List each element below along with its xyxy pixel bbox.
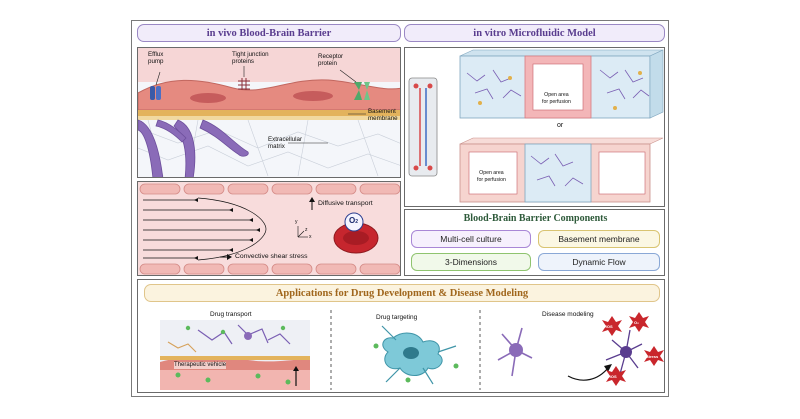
ros-label-4: ROS	[608, 374, 617, 379]
oxygen-bubble-icon	[344, 212, 364, 232]
hydrogel-box-top	[459, 49, 664, 119]
disease-modeling-title: Disease modeling	[542, 311, 594, 318]
applications-illustration	[160, 310, 664, 390]
figure-frame: in vivo Blood-Brain Barrier in vitro Mic…	[131, 20, 669, 397]
in-vitro-header: in vitro Microfluidic Model	[404, 24, 665, 42]
basement-membrane-label: Basement membrane	[368, 108, 398, 122]
tight-junction-icon	[238, 78, 250, 90]
open-area-bottom-label: Open area for perfusion	[477, 170, 506, 183]
receptor-protein-label: Receptor protein	[318, 53, 344, 67]
efflux-pump-label: Efflux pump	[148, 51, 164, 65]
tight-junction-label: Tight junction proteins	[232, 51, 269, 65]
efflux-pump-icon	[150, 86, 161, 100]
component-multi-cell: Multi-cell culture	[411, 230, 531, 248]
component-3-dimensions: 3-Dimensions	[411, 253, 531, 271]
applications-header: Applications for Drug Development & Dise…	[144, 284, 660, 302]
in-vivo-header: in vivo Blood-Brain Barrier	[137, 24, 401, 42]
bbb-cross-section-panel: Efflux pump Tight junction proteins Rece…	[137, 47, 401, 178]
applications-panel: Applications for Drug Development & Dise…	[137, 279, 665, 393]
ros-label-2: O₂	[634, 320, 639, 325]
axis-y-label: y	[295, 219, 298, 225]
component-dynamic-flow: Dynamic Flow	[538, 253, 660, 271]
extracellular-matrix-label: Extracellular matrix	[268, 136, 303, 150]
convective-shear-label: Convective shear stress	[235, 253, 308, 260]
microfluidic-chip-icon	[408, 77, 438, 177]
components-panel: Blood-Brain Barrier Components Multi-cel…	[404, 209, 665, 276]
oxygen-label: O2	[349, 216, 359, 226]
hydrogel-box-bottom	[459, 137, 664, 203]
ros-label-1: ROS	[604, 324, 613, 329]
drug-targeting-scene	[373, 325, 459, 385]
convective-arrow	[220, 254, 232, 260]
axis-x-label: x	[309, 234, 312, 240]
microfluidic-model-panel: Open area for perfusion or Open area for…	[404, 47, 665, 207]
microfluidic-illustration	[408, 49, 664, 203]
flow-illustration	[138, 182, 400, 275]
component-basement-membrane: Basement membrane	[538, 230, 660, 248]
or-label: or	[557, 122, 564, 129]
receptor-protein-icon	[354, 82, 370, 100]
components-title: Blood-Brain Barrier Components	[463, 213, 608, 224]
bbb-illustration	[138, 48, 400, 177]
ros-burst-icons	[602, 312, 664, 386]
drug-targeting-title: Drug targeting	[376, 314, 418, 321]
ros-label-3: Stress	[646, 354, 659, 359]
diffusive-arrow	[309, 197, 315, 210]
flow-profile-panel: Diffusive transport Convective shear str…	[137, 181, 401, 276]
therapeutic-vehicle-label: Therapeutic vehicle	[174, 362, 227, 369]
drug-transport-title: Drug transport	[210, 311, 252, 318]
diffusive-transport-label: Diffusive transport	[318, 200, 373, 207]
open-area-top-label: Open area for perfusion	[542, 92, 571, 105]
disease-modeling-scene	[497, 327, 643, 381]
drug-transport-scene	[160, 320, 310, 390]
axis-z-label: z	[305, 227, 308, 233]
